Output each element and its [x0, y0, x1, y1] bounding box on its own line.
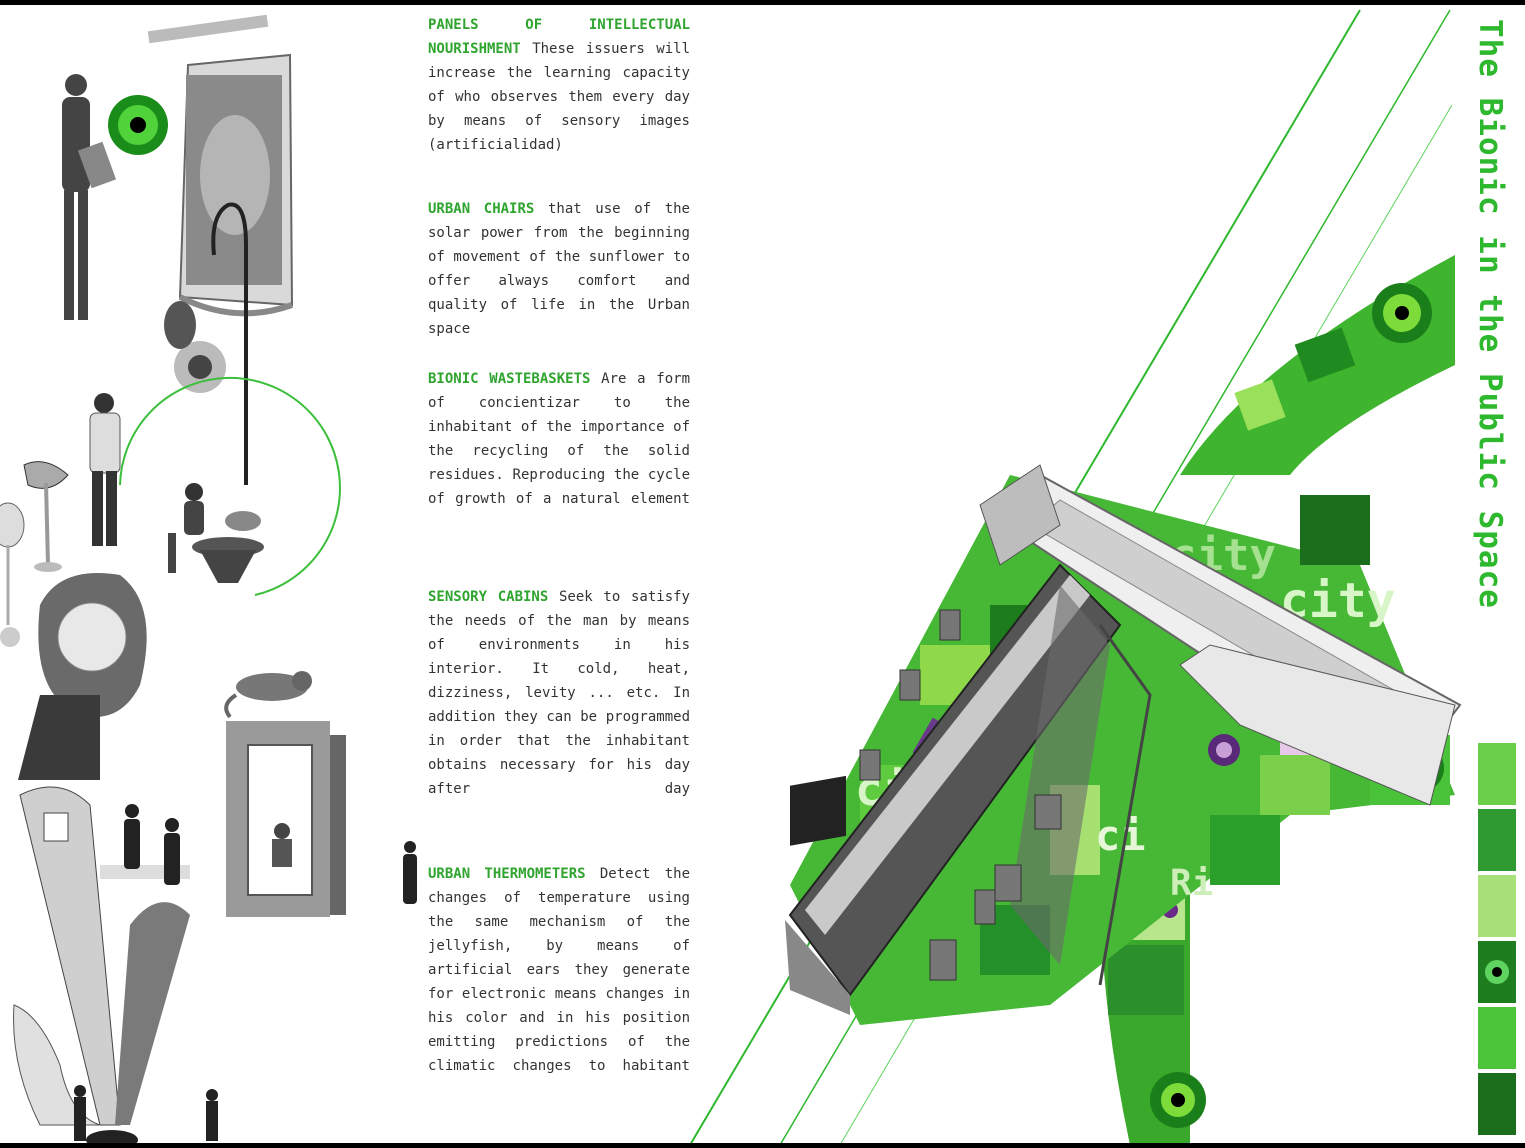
collage-letters: ci	[1095, 811, 1146, 860]
thumbnail	[1478, 1007, 1516, 1069]
bridge-posts	[859, 609, 1062, 981]
section-heading: URBAN THERMOMETERS	[428, 866, 586, 882]
person-standing	[89, 393, 121, 546]
section-thermometers: URBAN THERMOMETERS Detect the changes of…	[428, 862, 690, 1078]
thumbnail	[1478, 743, 1516, 805]
eye-icon	[1150, 1072, 1206, 1128]
eye-icon	[1478, 941, 1516, 1003]
section-urban-chairs: URBAN CHAIRS that use of the solar power…	[428, 197, 690, 341]
section-body: that use of the solar power from the beg…	[428, 201, 690, 337]
small-people	[74, 804, 417, 1143]
nourishment-panel	[178, 53, 294, 317]
apple-icon	[18, 573, 147, 780]
chameleon-icon	[224, 671, 312, 719]
thumbnail	[1478, 1073, 1516, 1135]
poster-title: The Bionic in the Public Space	[1472, 19, 1508, 609]
left-illustrations	[0, 14, 417, 1143]
eye-icon	[108, 95, 168, 155]
section-wastebaskets: BIONIC WASTEBASKETS Are a form of concie…	[428, 367, 690, 511]
section-heading: URBAN CHAIRS	[428, 201, 535, 217]
collage-letters: Ri	[1170, 863, 1213, 904]
section-body: Seek to satisfy the needs of the man by …	[428, 589, 690, 797]
section-body: Are a form of concientizar to the inhabi…	[428, 371, 690, 507]
section-heading: PANELS OF INTELLECTUAL NOURISHMENT	[428, 17, 690, 57]
person-with-book	[62, 74, 117, 320]
thumbnail	[1478, 875, 1516, 937]
section-sensory-cabins: SENSORY CABINS Seek to satisfy the needs…	[428, 585, 690, 801]
lamp-stem	[211, 202, 248, 485]
bridge-structure	[785, 464, 1462, 1015]
sensory-cabin	[226, 721, 346, 917]
section-panels: PANELS OF INTELLECTUAL NOURISHMENT These…	[428, 13, 690, 157]
urban-chair	[168, 483, 264, 583]
section-body: These issuers will increase the learning…	[428, 41, 691, 153]
bionic-wastebaskets	[0, 461, 69, 647]
thumbnail-strip	[1478, 743, 1516, 1143]
section-body: Detect the changes of temperature using …	[428, 866, 690, 1074]
eye-icon	[1372, 283, 1432, 343]
green-arc	[119, 376, 341, 596]
bionic-bridge-render: city city cit ci Ri	[690, 9, 1462, 1143]
panel-mount-bar	[147, 14, 269, 44]
thumbnail	[1478, 809, 1516, 871]
section-heading: BIONIC WASTEBASKETS	[428, 371, 591, 387]
section-heading: SENSORY CABINS	[428, 589, 549, 605]
urban-thermometers	[13, 786, 190, 1126]
